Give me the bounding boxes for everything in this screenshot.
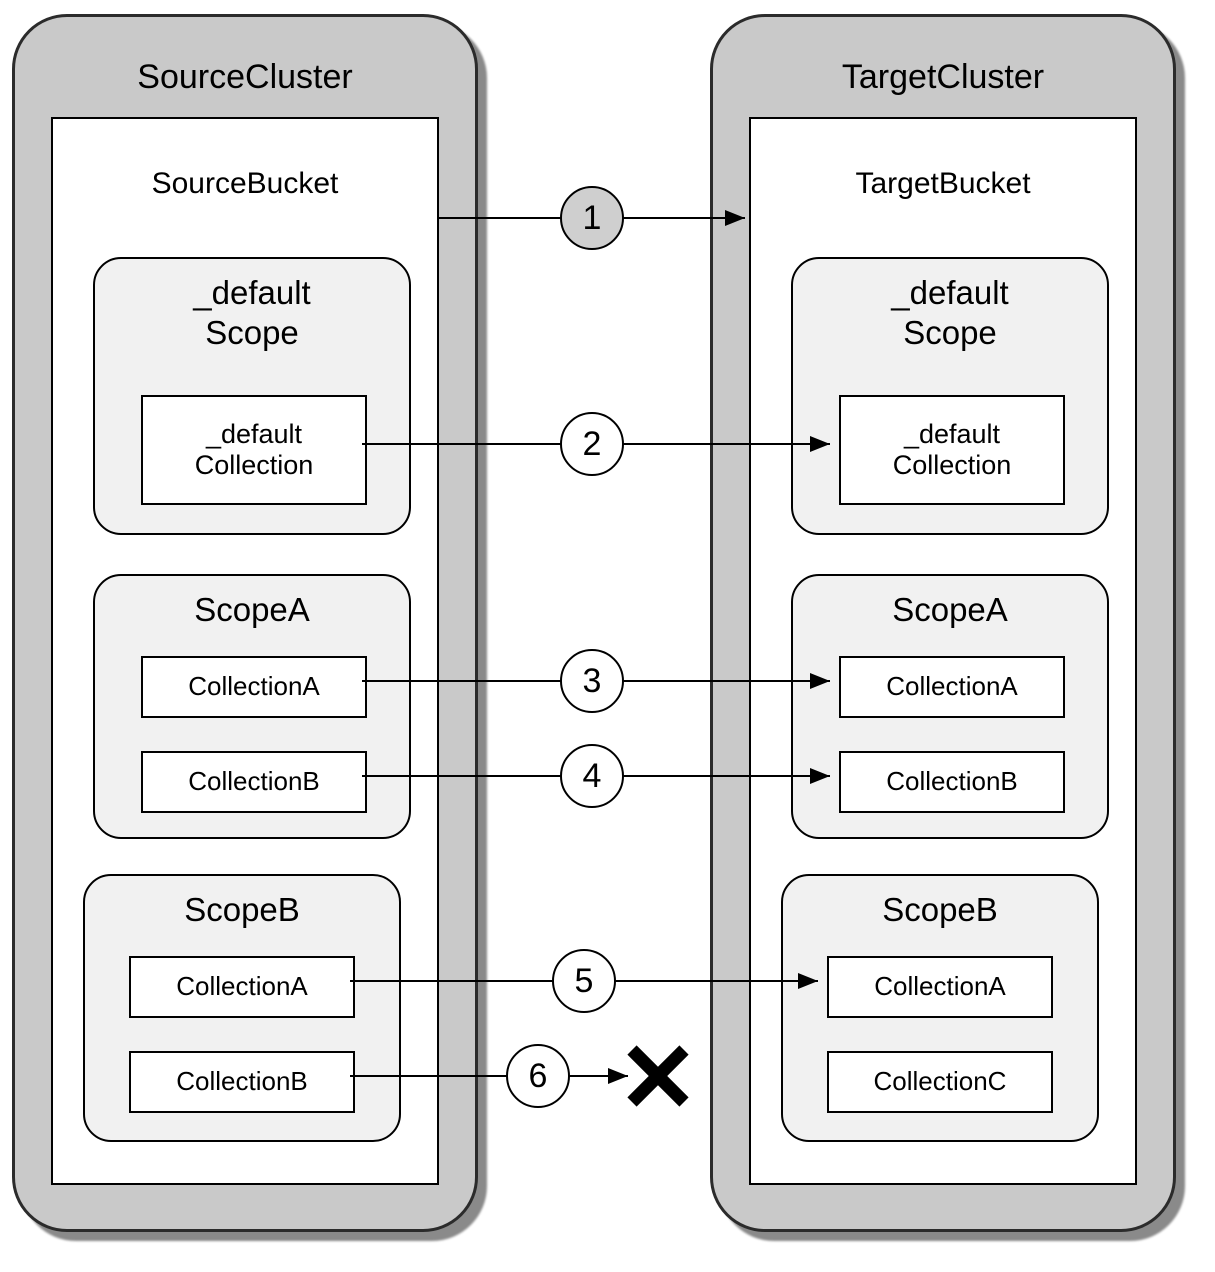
source-bucket: SourceBucket _default Scope _default Col… bbox=[51, 117, 439, 1185]
no-mapping-x-icon bbox=[627, 1045, 689, 1107]
source-scope-b: ScopeB CollectionA CollectionB bbox=[83, 874, 401, 1142]
target-default-scope: _default Scope _default Collection bbox=[791, 257, 1109, 535]
target-cluster: TargetCluster TargetBucket _default Scop… bbox=[710, 14, 1176, 1232]
source-scope-b-collection-b: CollectionB bbox=[129, 1051, 355, 1113]
target-bucket-title: TargetBucket bbox=[855, 167, 1031, 200]
source-scope-a-collection-a: CollectionA bbox=[141, 656, 367, 718]
target-scope-a: ScopeA CollectionA CollectionB bbox=[791, 574, 1109, 839]
source-scope-b-title: ScopeB bbox=[184, 891, 300, 928]
arrow-1-badge: 1 bbox=[560, 186, 624, 250]
target-bucket: TargetBucket _default Scope _default Col… bbox=[749, 117, 1137, 1185]
target-default-collection: _default Collection bbox=[839, 395, 1065, 505]
arrow-3-badge: 3 bbox=[560, 649, 624, 713]
source-scope-a-collection-b: CollectionB bbox=[141, 751, 367, 813]
target-scope-b-collection-a: CollectionA bbox=[827, 956, 1053, 1018]
target-scope-a-title: ScopeA bbox=[892, 591, 1008, 628]
target-scope-a-collection-a: CollectionA bbox=[839, 656, 1065, 718]
source-default-scope: _default Scope _default Collection bbox=[93, 257, 411, 535]
source-scope-a-title: ScopeA bbox=[194, 591, 310, 628]
target-scope-b-collection-c: CollectionC bbox=[827, 1051, 1053, 1113]
target-scope-b: ScopeB CollectionA CollectionC bbox=[781, 874, 1099, 1142]
target-scope-a-collection-b: CollectionB bbox=[839, 751, 1065, 813]
arrow-2-badge: 2 bbox=[560, 412, 624, 476]
target-default-scope-title: _default Scope bbox=[891, 274, 1009, 351]
source-cluster: SourceCluster SourceBucket _default Scop… bbox=[12, 14, 478, 1232]
source-bucket-title: SourceBucket bbox=[151, 167, 339, 200]
arrow-6-badge: 6 bbox=[506, 1044, 570, 1108]
source-default-collection: _default Collection bbox=[141, 395, 367, 505]
target-scope-b-title: ScopeB bbox=[882, 891, 998, 928]
arrow-5-badge: 5 bbox=[552, 949, 616, 1013]
source-cluster-title: SourceCluster bbox=[137, 58, 353, 96]
source-default-scope-title: _default Scope bbox=[193, 274, 311, 351]
target-cluster-title: TargetCluster bbox=[841, 58, 1045, 96]
source-scope-a: ScopeA CollectionA CollectionB bbox=[93, 574, 411, 839]
source-scope-b-collection-a: CollectionA bbox=[129, 956, 355, 1018]
arrow-4-badge: 4 bbox=[560, 744, 624, 808]
